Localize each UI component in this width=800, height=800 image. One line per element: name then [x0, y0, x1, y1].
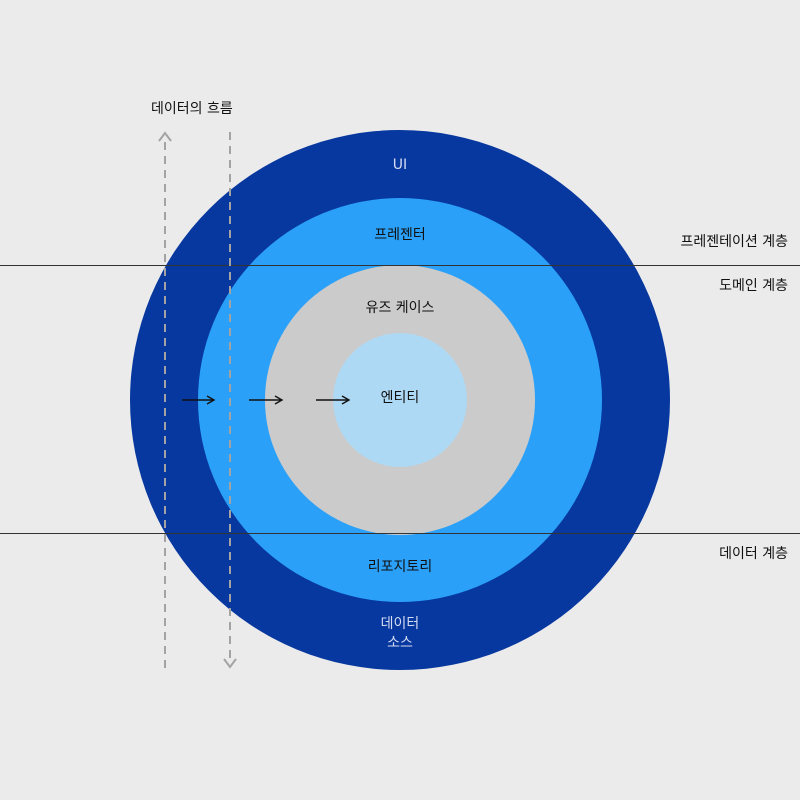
- ring-core-label: 엔티티: [380, 390, 420, 406]
- ring-inner-label: 유즈 케이스: [365, 300, 435, 316]
- ring-outer-bottom-label-line2: 소스: [387, 635, 413, 651]
- data-flow-label: 데이터의 흐름: [151, 101, 233, 117]
- ring-middle-bottom-label: 리포지토리: [367, 559, 433, 575]
- ring-middle-top-label: 프레젠터: [374, 227, 426, 243]
- ring-core: [333, 333, 467, 467]
- layer-label-domain: 도메인 계층: [719, 278, 788, 294]
- ring-outer-top-label: UI: [392, 157, 408, 173]
- flow-arrow-down: [223, 132, 237, 669]
- layer-label-presentation: 프레젠테이션 계층: [680, 234, 789, 250]
- ring-outer-bottom-label-line1: 데이터: [380, 616, 420, 632]
- layer-label-data: 데이터 계층: [719, 546, 788, 562]
- flow-arrow-up: [158, 131, 172, 668]
